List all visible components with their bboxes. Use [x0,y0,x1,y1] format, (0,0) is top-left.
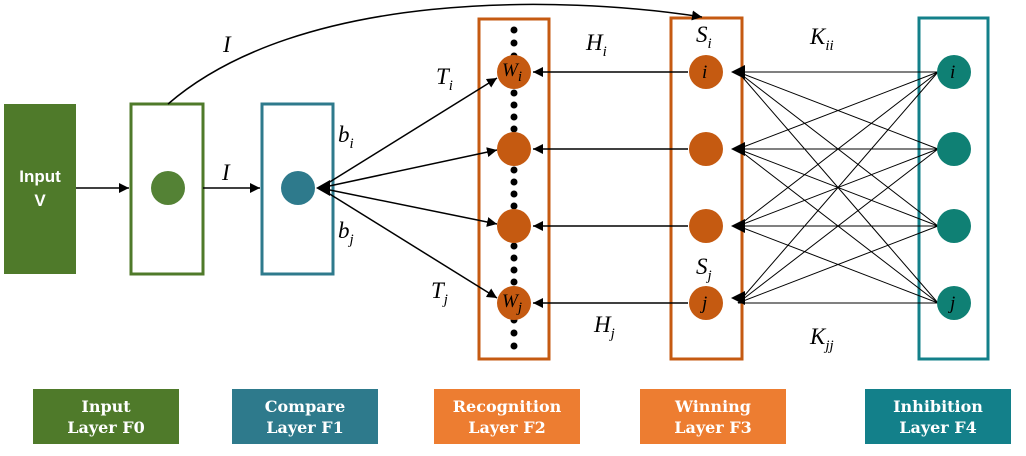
label-s-j: Sj [696,254,712,284]
arrow-f1-to-w3 [319,187,498,227]
label-w-j: Wj [502,291,522,316]
input-v-block [4,104,76,274]
label-h-j: Hj [593,312,615,342]
label-s-i: Si [696,22,712,52]
f0-node [151,171,185,205]
legend-f0-line2: Layer F0 [67,417,145,437]
f1-arrowhead [316,180,330,196]
label-b-i: bi [338,122,354,152]
label-i-top: I [222,32,232,57]
f3-arrowhead-1 [731,65,745,79]
f2-dots [510,26,518,350]
label-i-mid: I [221,160,231,185]
legend-winning-layer-f3: Winning Layer F3 [640,389,786,444]
label-k-ii: Kii [809,24,834,54]
f4-node-i [937,55,971,89]
legend-f2-line2: Layer F2 [468,417,546,437]
label-f4-node-i: i [950,62,955,83]
f2-node-wi [497,55,531,89]
legend-f4-line2: Layer F4 [899,417,977,437]
inhibition-connections [737,71,939,304]
label-k-jj: Kjj [809,324,834,354]
f2-node-wj [497,286,531,320]
label-t-j: Tj [431,278,448,308]
legend-f3-line1: Winning [675,396,751,416]
legend-f3-line2: Layer F3 [674,417,752,437]
f1-node [281,171,315,205]
f4-node-j [937,286,971,320]
legend-compare-layer-f1: Compare Layer F1 [232,389,378,444]
f4-node-3 [937,209,971,243]
f3-node-j [689,286,723,320]
arrow-f1-to-w1 [319,77,498,189]
f4-node-2 [937,132,971,166]
arrow-f1-to-w4 [319,187,498,299]
legend-f4-line1: Inhibition [893,396,983,416]
legend-recognition-layer-f2: Recognition Layer F2 [434,389,580,444]
legend-f2-line1: Recognition [452,396,562,416]
label-f3-node-i: i [702,62,707,83]
legend-inhibition-layer-f4: Inhibition Layer F4 [865,389,1011,444]
legend-f1-line2: Layer F1 [266,417,344,437]
f3-node-i [689,55,723,89]
f3-arrowhead-4 [731,291,745,305]
label-f3-node-j: j [699,293,707,314]
f2-node-2 [497,132,531,166]
label-f4-node-j: j [947,293,955,314]
f3-arrowhead-3 [731,219,745,233]
label-w-i: Wi [502,60,522,85]
legend-f1-line1: Compare [264,396,346,416]
f2-node-3 [497,209,531,243]
label-t-i: Ti [436,64,453,94]
label-b-j: bj [338,218,354,248]
f3-arrowhead-2 [731,142,745,156]
legend-f0-line1: Input [81,396,131,416]
input-v-label: Input V [4,104,76,274]
f3-node-2 [689,132,723,166]
legend-input-layer-f0: Input Layer F0 [33,389,179,444]
arrow-i-curve [167,3,703,105]
arrow-f1-to-w2 [319,147,498,189]
label-h-i: Hi [585,30,607,60]
f3-node-3 [689,209,723,243]
input-v-line1: Input [19,167,61,186]
input-v-line2: V [34,191,46,210]
